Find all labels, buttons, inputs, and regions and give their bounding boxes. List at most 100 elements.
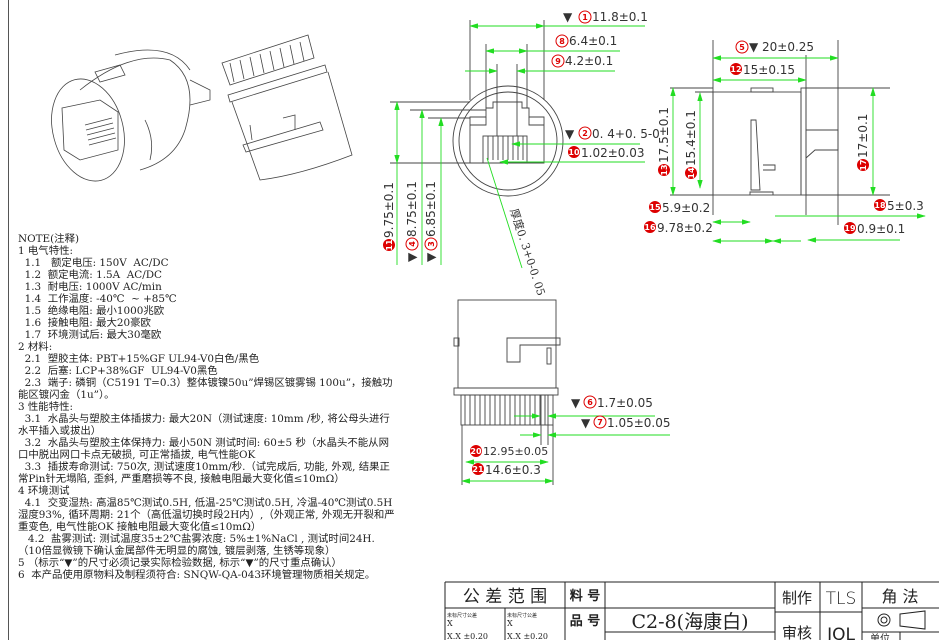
- svg-text:21: 21: [472, 465, 484, 474]
- svg-text:1.7±0.05: 1.7±0.05: [597, 396, 653, 410]
- svg-text:19: 19: [844, 224, 856, 233]
- svg-text:5±0.3: 5±0.3: [887, 199, 924, 213]
- made-by-value: TLS: [826, 589, 857, 609]
- note-line: 5 （标示“▼”的尺寸必须记录实际检验数据, 标示“▼”的尺寸重点确认）: [18, 557, 342, 569]
- note-line: 1.4 工作温度: -40℃ ~ +85℃: [18, 293, 177, 305]
- part-no-label: 品 号: [570, 614, 601, 629]
- dim-5: 5▼20±0.25: [735, 40, 814, 54]
- dim-8: 8 6.4±0.1: [555, 34, 617, 48]
- tolerance-xx-a: X.X ±0.20: [447, 632, 488, 640]
- front-view: [390, 20, 564, 197]
- svg-text:16: 16: [644, 223, 656, 232]
- dim-1: ▼ 1 11.8±0.1: [563, 10, 648, 24]
- svg-text:4: 4: [408, 241, 417, 247]
- made-by-label: 制作: [782, 589, 812, 607]
- tolerance-header: 公 差 范 围: [463, 587, 547, 607]
- note-line: 1.6 接触电阻: 最大20豪欧: [18, 317, 151, 329]
- svg-text:8.75±0.1: 8.75±0.1: [405, 181, 419, 237]
- side-dimension-lines: [670, 55, 926, 244]
- svg-text:1: 1: [582, 13, 588, 22]
- svg-text:5.9±0.2: 5.9±0.2: [662, 201, 710, 215]
- svg-text:0.9±0.1: 0.9±0.1: [857, 222, 905, 236]
- svg-text:3: 3: [427, 241, 436, 247]
- svg-text:6.4±0.1: 6.4±0.1: [569, 34, 617, 48]
- svg-text:12.95±0.05: 12.95±0.05: [483, 445, 548, 458]
- svg-text:1.02±0.03: 1.02±0.03: [581, 146, 645, 160]
- svg-text:17.5±0.1: 17.5±0.1: [657, 107, 671, 163]
- dim-4: ▼48.75±0.1: [405, 181, 419, 262]
- svg-text:5: 5: [739, 43, 745, 52]
- svg-text:8: 8: [559, 37, 565, 46]
- note-line: 6 本产品使用原物料及制程须符合: SNQW-QA-043环境管理物质相关规定。: [18, 569, 376, 581]
- note-line: 2.3 端子: 磷铜（C5191 T=0.3）整体镀镍50u”焊锡区镀雾锡 10…: [18, 377, 393, 401]
- material-no-label: 料 号: [570, 588, 601, 604]
- svg-text:13: 13: [660, 164, 669, 175]
- svg-text:11.8±0.1: 11.8±0.1: [592, 10, 648, 24]
- note-line: NOTE(注释): [18, 233, 80, 245]
- svg-text:6.85±0.1: 6.85±0.1: [424, 181, 438, 237]
- tolerance-xx-b: X.X ±0.20: [507, 632, 548, 640]
- review-label: 审核: [782, 624, 812, 640]
- dim-7: ▼ 7 1.05±0.05: [581, 415, 671, 430]
- note-line: 3.1 水晶头与塑胶主体插拔力: 最大20N（测试速度: 10mm /秒, 将公…: [18, 413, 390, 437]
- tolerance-x-b: X: [507, 619, 513, 628]
- svg-text:▼: ▼: [563, 10, 573, 24]
- frame-border: [8, 0, 9, 640]
- note-line: 2.1 塑胶主体: PBT+15%GF UL94-V0白色/黑色: [18, 353, 260, 365]
- notes-block: NOTE(注释) 1 电气特性: 1.1 额定电压: 150V AC/DC 1.…: [18, 233, 396, 581]
- note-line: 4.2 盐雾测试: 测试温度35±2℃盐雾浓度: 5%±1%NaCl , 测试时…: [18, 533, 375, 557]
- svg-text:15±0.15: 15±0.15: [743, 63, 795, 77]
- note-line: 2 材料:: [18, 341, 53, 353]
- svg-text:11: 11: [385, 239, 394, 251]
- dim-3: ▼ 3 6.85±0.1: [424, 181, 438, 262]
- svg-text:▼: ▼: [749, 40, 759, 54]
- svg-text:4.2±0.1: 4.2±0.1: [565, 54, 613, 68]
- svg-text:▼: ▼: [424, 252, 438, 262]
- isometric-jack-view: [51, 49, 211, 182]
- note-line: 3 性能特性:: [18, 401, 73, 413]
- note-line: 1 电气特性:: [18, 245, 73, 257]
- note-line: 2.2 后塞: LCP+38%GF UL94-V0黑色: [18, 365, 218, 377]
- svg-text:15: 15: [649, 203, 661, 212]
- tolerance-x-a: X: [447, 619, 453, 628]
- svg-text:7: 7: [597, 418, 603, 427]
- svg-text:9.78±0.2: 9.78±0.2: [657, 221, 713, 235]
- projection-symbol-icon: [877, 610, 926, 630]
- unit-label: 单位: [870, 632, 890, 640]
- svg-text:1.05±0.05: 1.05±0.05: [607, 416, 671, 430]
- note-line: 1.7 环境测试后: 最大30毫欧: [18, 329, 162, 341]
- isometric-plug-view: [221, 34, 353, 181]
- note-line: 3.3 插拔寿命测试: 750次, 测试速度10mm/秒.（试完成后, 功能, …: [18, 461, 390, 485]
- note-line: 3.2 水晶头与塑胶主体保持力: 最小50N 测试时间: 60±5 秒（水晶头不…: [18, 437, 389, 461]
- svg-text:15.4±0.1: 15.4±0.1: [684, 110, 698, 166]
- note-line: 4 环境测试: [18, 485, 70, 497]
- thickness-note: 厚度0. 3+0-0. 05: [507, 207, 548, 298]
- svg-text:6: 6: [587, 398, 593, 407]
- tolerance-label-b: 未标尺寸公差: [507, 612, 537, 619]
- projection-label: 角 法: [881, 587, 918, 606]
- side-view: [670, 40, 890, 225]
- svg-text:▼: ▼: [571, 396, 581, 410]
- svg-text:17±0.1: 17±0.1: [856, 114, 870, 158]
- svg-text:18: 18: [874, 201, 886, 210]
- note-line: 1.5 绝缘电阻: 最小1000兆欧: [18, 305, 165, 317]
- svg-text:▼: ▼: [581, 416, 591, 430]
- note-line: 4.1 交变湿热: 高温85℃测试0.5H, 低温-25℃测试0.5H, 冷温-…: [18, 497, 396, 533]
- part-no-value: C2-8(海康白): [632, 611, 749, 633]
- svg-text:2: 2: [582, 129, 588, 138]
- svg-text:17: 17: [859, 159, 868, 170]
- svg-text:9.75±0.1: 9.75±0.1: [382, 182, 396, 238]
- review-value: JQL: [826, 625, 855, 640]
